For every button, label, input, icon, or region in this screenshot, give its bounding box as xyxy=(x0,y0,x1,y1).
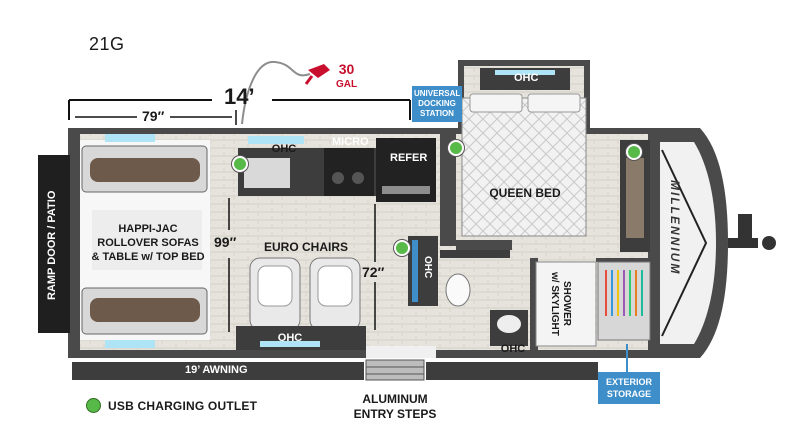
entry-steps-label: ALUMINUM ENTRY STEPS xyxy=(353,392,437,421)
shower xyxy=(535,261,597,347)
sofa-width-dimension: 79″ xyxy=(142,108,165,124)
bed-ohc-label: OHC xyxy=(514,72,539,84)
length-dimension-line xyxy=(68,99,411,120)
awning-bar xyxy=(72,362,364,380)
kitchen-ohc-label: OHC xyxy=(271,143,297,155)
dinette-table xyxy=(92,210,202,270)
usb-legend-icon xyxy=(86,398,101,413)
awning-label: 19’ AWNING xyxy=(185,364,248,376)
refer-label: REFER xyxy=(390,152,428,164)
sofa-dimension-line xyxy=(75,110,237,125)
queen-bed-label: QUEEN BED xyxy=(489,186,561,200)
fuel-hose xyxy=(241,60,311,125)
fuel-capacity: 30 GAL xyxy=(336,62,357,92)
queen-bed xyxy=(461,97,587,237)
bath-ohc-label: OHC xyxy=(500,343,526,355)
usb-outlet-kitchen xyxy=(232,156,248,172)
side-ohc-label: OHC xyxy=(422,256,433,279)
ramp-door-label: RAMP DOOR / PATIO xyxy=(46,190,58,300)
fuel-unit: GAL xyxy=(336,79,358,90)
fuel-amount: 30 xyxy=(338,61,355,77)
toilet xyxy=(445,273,471,307)
usb-outlet-ohc xyxy=(394,240,410,256)
ramp-door xyxy=(38,155,70,333)
length-dimension: 14’ xyxy=(224,84,255,109)
fuel-nozzle-icon xyxy=(304,64,330,85)
euro-chairs xyxy=(249,257,361,331)
usb-legend-label: USB CHARGING OUTLET xyxy=(108,399,258,413)
bottom-ohc-label: OHC xyxy=(277,332,303,344)
universal-docking-callout: UNIVERSAL DOCKING STATION xyxy=(412,86,462,122)
euro-chairs-label: EURO CHAIRS xyxy=(263,240,348,254)
sofas-label: HAPPI-JAC ROLLOVER SOFAS & TABLE w/ TOP … xyxy=(91,223,205,263)
interior-width-dimension: 99″ xyxy=(214,234,237,250)
usb-outlet-bed-left xyxy=(448,140,464,156)
micro-label: MICRO xyxy=(332,136,369,148)
entry-steps xyxy=(365,359,425,381)
brand-logo: MILLENNIUM xyxy=(668,180,682,276)
aisle-dimension: 72″ xyxy=(362,264,385,280)
usb-outlet-bed-right xyxy=(626,144,642,160)
shower-label: SHOWER w/ SKYLIGHT xyxy=(549,272,572,336)
exterior-storage-callout: EXTERIOR STORAGE xyxy=(598,372,660,404)
model-name: 21G xyxy=(89,34,125,54)
